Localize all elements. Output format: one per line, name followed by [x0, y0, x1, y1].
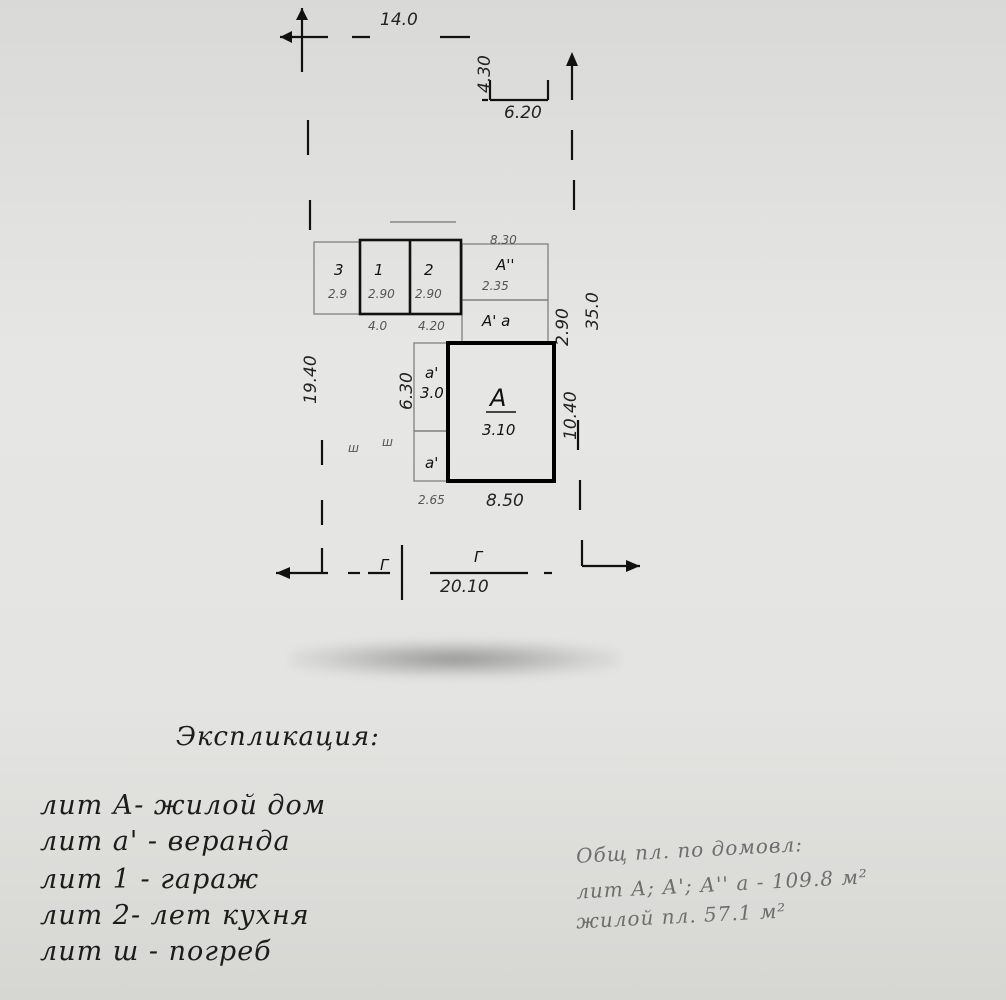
dim-house-height: 10.40: [561, 391, 581, 440]
dim-right-length: 35.0: [583, 292, 603, 330]
boundary-arrows: [276, 8, 640, 579]
legend-item: лит 2- лет кухня: [40, 900, 310, 931]
legend-item: лит 1 - гараж: [40, 864, 260, 895]
dim-strip-width: 2.90: [553, 308, 573, 346]
room-a-strip-label: A' a: [481, 312, 510, 330]
room-a-double-prime-label: A'': [495, 256, 515, 274]
room-a-double-prime-height: 2.35: [482, 279, 509, 293]
legend-item: лит А- жилой дом: [40, 790, 327, 821]
cellar-label-1: ш: [348, 441, 359, 455]
legend-item: лит ш - погреб: [40, 936, 272, 967]
legend-title: Экспликация:: [176, 722, 380, 752]
dim-notch-width: 6.20: [504, 103, 542, 123]
legend-item: лит а' - веранда: [40, 826, 291, 857]
dim-house-width: 8.50: [486, 491, 524, 511]
room-kitchen-label: 2: [424, 261, 434, 279]
room-a-prime-label: a': [425, 364, 438, 382]
cellar-label-2: ш: [382, 435, 393, 449]
dim-bottom-width: 20.10: [440, 577, 489, 597]
room-annex-height: 2.9: [328, 287, 347, 301]
dim-small-left: 2.65: [418, 493, 445, 507]
dim-veranda-height: 6.30: [397, 372, 417, 410]
dim-top-width: 14.0: [380, 10, 418, 30]
room-garage-height: 2.90: [368, 287, 395, 301]
dim-left-length: 19.40: [301, 355, 321, 404]
room-garage-label: 1: [374, 261, 384, 279]
dim-width-8-30: 8.30: [490, 233, 517, 247]
dim-notch-height: 4.30: [475, 55, 495, 93]
lot-boundary: [276, 8, 640, 600]
room-a-label: A: [488, 384, 506, 412]
garage-kitchen-block: [358, 238, 463, 316]
marker-2: Г: [474, 548, 484, 566]
dim-width-4-0: 4.0: [368, 319, 387, 333]
redacted-stamp: [290, 640, 620, 678]
marker-1: Г: [380, 556, 390, 574]
room-a-height: 3.10: [482, 421, 515, 439]
room-a-prime-height: 3.0: [420, 384, 444, 402]
house-lit-a: [446, 341, 556, 483]
room-annex-label: 3: [334, 261, 344, 279]
dim-width-4-20: 4.20: [418, 319, 445, 333]
room-a-prime-lower-label: a': [425, 454, 438, 472]
room-kitchen-height: 2.90: [415, 287, 442, 301]
